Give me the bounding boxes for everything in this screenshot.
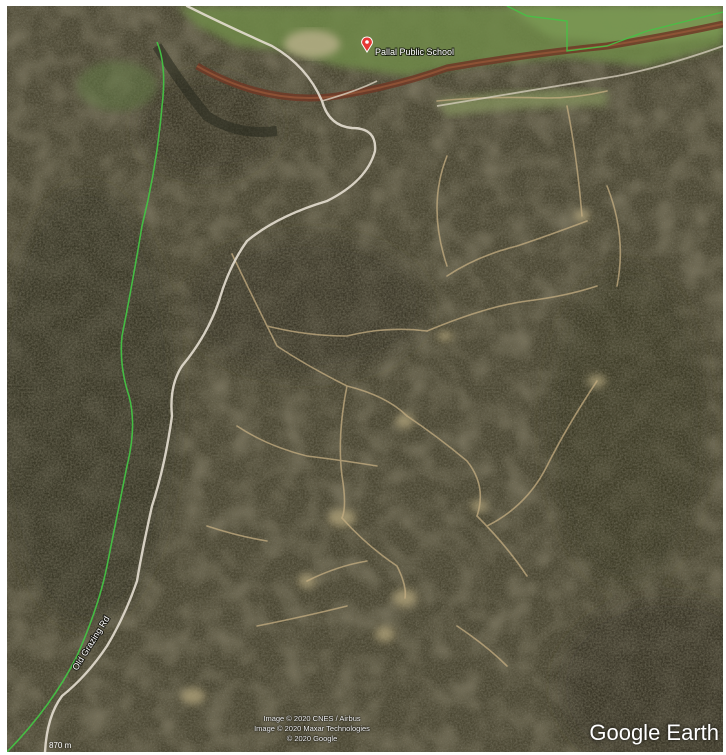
boundary-line <box>7 41 165 752</box>
attribution-line: Image © 2020 CNES / Airbus <box>263 714 361 723</box>
satellite-map[interactable]: Pallal Public School Old Grazing Rd <box>7 6 723 752</box>
ground-speckle <box>7 6 723 752</box>
main-road <box>43 6 377 752</box>
attribution-line: © 2020 Google <box>286 734 338 743</box>
scale-readout: 870 m <box>49 741 72 750</box>
dirt-tracks <box>206 90 622 667</box>
cleared-patches <box>181 210 606 704</box>
pasture-areas <box>77 6 723 116</box>
boundary-line-north <box>506 6 723 52</box>
map-pin-icon[interactable] <box>361 36 373 53</box>
google-earth-logo: Google Earth <box>589 720 719 745</box>
map-viewport[interactable]: Pallal Public School Old Grazing Rd Imag… <box>7 6 723 752</box>
imagery-attribution: Image © 2020 CNES / Airbus Image © 2020 … <box>237 714 387 744</box>
creek-corridor <box>152 43 278 137</box>
place-label[interactable]: Pallal Public School <box>374 46 455 58</box>
attribution-line: Image © 2020 Maxar Technologies <box>254 724 370 733</box>
valley-road <box>436 45 723 107</box>
